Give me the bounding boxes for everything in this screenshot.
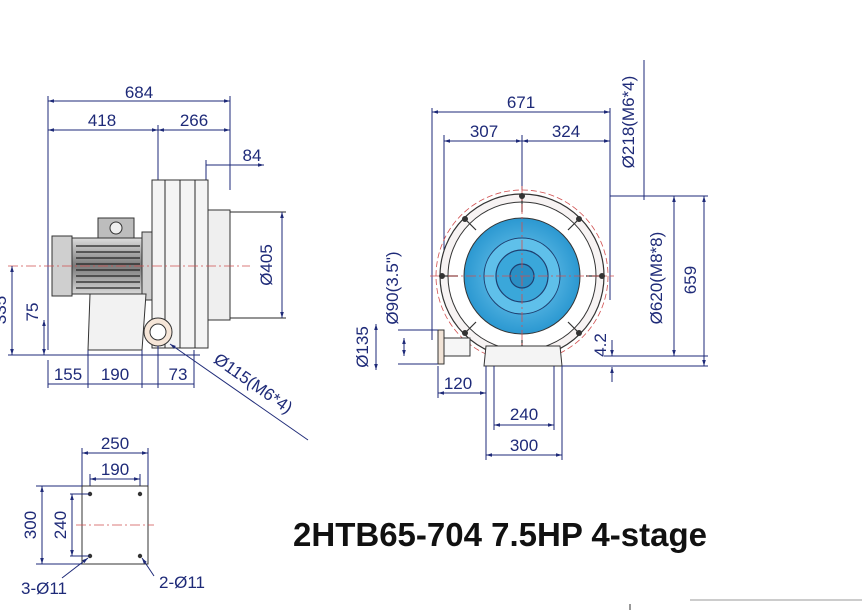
dim-front-offset: 4.2	[591, 333, 610, 357]
motor-body	[51, 217, 153, 351]
base-view: 250 190 300 240 3-Ø11 2-Ø11	[21, 434, 205, 598]
dim-front-bolt-circle: Ø620(M8*8)	[647, 232, 666, 325]
dim-front-left: 307	[470, 122, 498, 141]
dim-front-pipe-flange: Ø135	[353, 326, 372, 368]
dim-side-inlet-flange: Ø115(M6*4)	[210, 350, 296, 418]
dim-front-base-inner: 240	[510, 405, 538, 424]
dim-side-base-c: 73	[169, 365, 188, 384]
blower-housing-front	[430, 186, 614, 367]
dim-front-top-flange: Ø218(M6*4)	[619, 76, 638, 169]
dim-side-motor-part: 418	[88, 111, 116, 130]
dim-side-base-b: 190	[101, 365, 129, 384]
dim-front-right: 324	[552, 122, 580, 141]
dim-base-hole-left: 3-Ø11	[21, 579, 67, 598]
model-title: 2HTB65-704 7.5HP 4-stage	[293, 516, 707, 553]
dim-side-outlet-depth: 84	[243, 146, 262, 165]
dim-base-width-outer: 250	[101, 434, 129, 453]
dim-front-base-outer: 300	[510, 436, 538, 455]
dim-front-height: 659	[681, 266, 700, 294]
dim-side-total-width: 684	[125, 83, 153, 102]
side-view: 684 418 266 84	[0, 83, 309, 441]
dim-front-total-width: 671	[507, 93, 535, 112]
dim-front-pipe-length: 120	[444, 374, 472, 393]
dim-front-inlet-pipe: Ø90(3.5")	[383, 251, 402, 324]
dim-base-depth-outer: 300	[21, 511, 40, 539]
dim-side-base-a: 155	[54, 365, 82, 384]
dim-side-height-left: 335	[0, 296, 10, 324]
dim-base-width-inner: 190	[101, 460, 129, 479]
dim-side-outlet-dia: Ø405	[257, 244, 276, 286]
dim-base-hole-right: 2-Ø11	[159, 573, 205, 592]
dim-base-depth-inner: 240	[51, 511, 70, 539]
front-view: 671 307 324 Ø218(M6*4)	[353, 60, 708, 460]
dim-side-inlet-height: 75	[23, 303, 42, 322]
blower-housing	[143, 179, 286, 349]
dim-side-blower-part: 266	[180, 111, 208, 130]
